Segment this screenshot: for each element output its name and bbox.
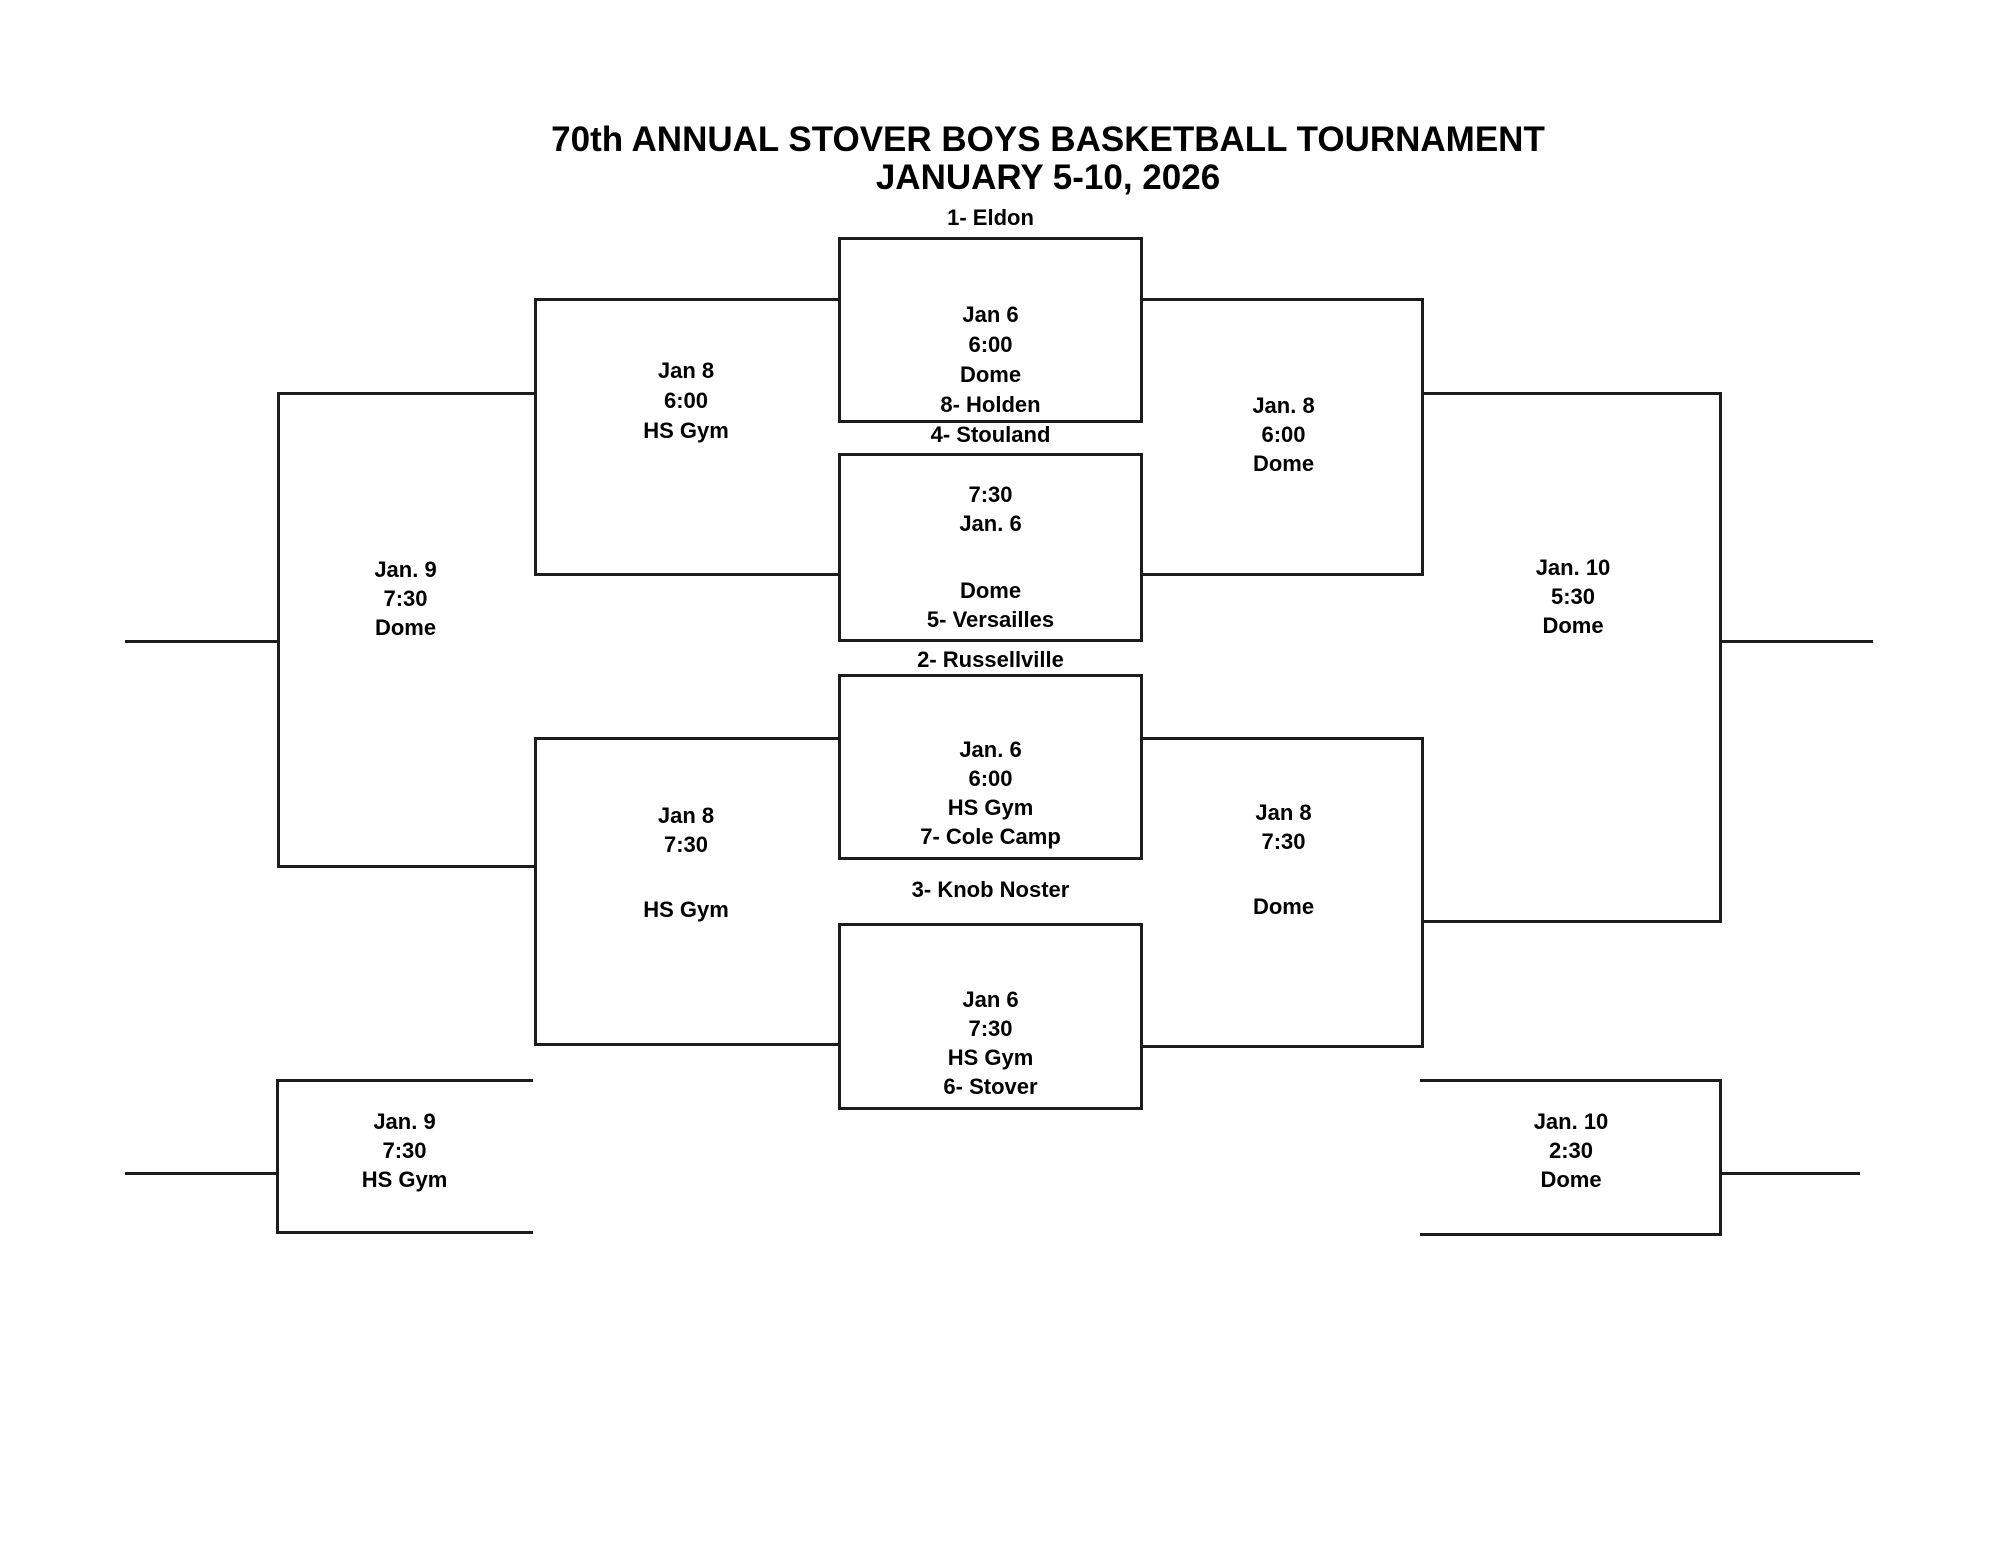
- game-time: 6:00: [1261, 422, 1306, 447]
- game-time: 7:30: [968, 1016, 1013, 1041]
- semifinal-right-top-box: [1143, 298, 1424, 576]
- game-venue: Dome: [374, 615, 437, 640]
- game-date: Jan. 10: [1533, 1109, 1609, 1134]
- game-date: Jan. 10: [1535, 555, 1611, 580]
- game-venue: Dome: [1540, 1167, 1602, 1192]
- team-seed-label: 6- Stover: [943, 1074, 1038, 1099]
- winner-line: [125, 640, 277, 643]
- game-time: 7:30: [663, 832, 709, 857]
- game-time: 7:30: [383, 586, 428, 611]
- final-right-box: [1424, 392, 1722, 923]
- semifinal-right-bottom-info: Jan 8 7:30 Dome: [1143, 798, 1424, 921]
- semifinal-left-top-info: Jan 8 6:00 HS Gym: [534, 356, 838, 446]
- game-date: Jan 8: [1255, 800, 1312, 825]
- game-venue: Dome: [959, 362, 1022, 387]
- consolation-left-info: Jan. 9 7:30 HS Gym: [276, 1107, 533, 1194]
- game-time: 6:00: [968, 332, 1013, 357]
- game-date: Jan 6: [962, 987, 1019, 1012]
- game-date: Jan. 9: [374, 557, 437, 582]
- game-date: Jan 6: [962, 302, 1019, 327]
- semifinal-left-bottom-info: Jan 8 7:30 HS Gym: [534, 801, 838, 924]
- spacer: [838, 538, 1143, 576]
- game-date: Jan. 6: [959, 737, 1022, 762]
- round1-game4-info: Jan 6 7:30 HS Gym 6- Stover: [838, 985, 1143, 1101]
- game-venue: Dome: [1252, 451, 1315, 476]
- game-venue: HS Gym: [361, 1167, 448, 1192]
- game-time: 7:30: [382, 1138, 427, 1163]
- round1-game1-box: [838, 237, 1143, 423]
- round1-game2-info: 7:30 Jan. 6 Dome 5- Versailles: [838, 480, 1143, 634]
- consolation-right-box: [1420, 1079, 1722, 1236]
- team-seed-label: 2- Russellville: [917, 647, 1064, 672]
- round1-game3-info: Jan. 6 6:00 HS Gym 7- Cole Camp: [838, 735, 1143, 851]
- game-time: 6:00: [968, 766, 1013, 791]
- round1-game1-info: Jan 6 6:00 Dome 8- Holden: [838, 300, 1143, 420]
- game-venue: HS Gym: [643, 897, 729, 922]
- game-date: Jan. 8: [1252, 393, 1315, 418]
- game-time: 7:30: [968, 482, 1013, 507]
- round1-game4-box: [838, 923, 1143, 1110]
- game-time: 5:30: [1550, 584, 1596, 609]
- semifinal-right-bottom-box: [1143, 737, 1424, 1048]
- semifinal-right-top-info: Jan. 8 6:00 Dome: [1143, 391, 1424, 478]
- game-venue: Dome: [1252, 894, 1315, 919]
- page-title: 70th ANNUAL STOVER BOYS BASKETBALL TOURN…: [551, 120, 1545, 159]
- game-venue: HS Gym: [643, 418, 729, 443]
- final-left-box: [277, 392, 534, 868]
- semifinal-left-top-box: [534, 298, 838, 576]
- team-seed-label: 5- Versailles: [926, 607, 1055, 632]
- round1-game2-box: [838, 453, 1143, 642]
- round1-game3-box: [838, 674, 1143, 860]
- spacer: [534, 859, 838, 895]
- team-seed-label: 7- Cole Camp: [920, 824, 1061, 849]
- game-time: 7:30: [1261, 829, 1306, 854]
- game-date: Jan 8: [657, 803, 715, 828]
- game-venue: HS Gym: [947, 795, 1034, 820]
- winner-line: [1722, 1172, 1860, 1175]
- game-time: 6:00: [663, 388, 709, 413]
- game-date: Jan. 9: [373, 1109, 436, 1134]
- game-venue: Dome: [959, 578, 1022, 603]
- team-seed-label: 3- Knob Noster: [911, 877, 1070, 902]
- winner-line: [125, 1172, 276, 1175]
- consolation-right-info: Jan. 10 2:30 Dome: [1420, 1107, 1722, 1194]
- team-seed-label: 1- Eldon: [947, 205, 1034, 230]
- game-venue: HS Gym: [947, 1045, 1034, 1070]
- game-date: Jan. 6: [959, 511, 1022, 536]
- game-venue: Dome: [1542, 613, 1604, 638]
- semifinal-left-bottom-box: [534, 737, 838, 1046]
- title-block: 70th ANNUAL STOVER BOYS BASKETBALL TOURN…: [0, 120, 2000, 197]
- game-time: 2:30: [1548, 1138, 1594, 1163]
- winner-line: [1722, 640, 1873, 643]
- date-subtitle: JANUARY 5-10, 2026: [875, 158, 1221, 197]
- consolation-left-box: [276, 1079, 533, 1234]
- team-seed-label: 4- Stouland: [930, 422, 1051, 447]
- spacer: [1143, 856, 1424, 892]
- final-left-info: Jan. 9 7:30 Dome: [277, 555, 534, 642]
- final-right-info: Jan. 10 5:30 Dome: [1424, 553, 1722, 640]
- team-seed-label: 8- Holden: [940, 392, 1041, 417]
- game-date: Jan 8: [657, 358, 715, 383]
